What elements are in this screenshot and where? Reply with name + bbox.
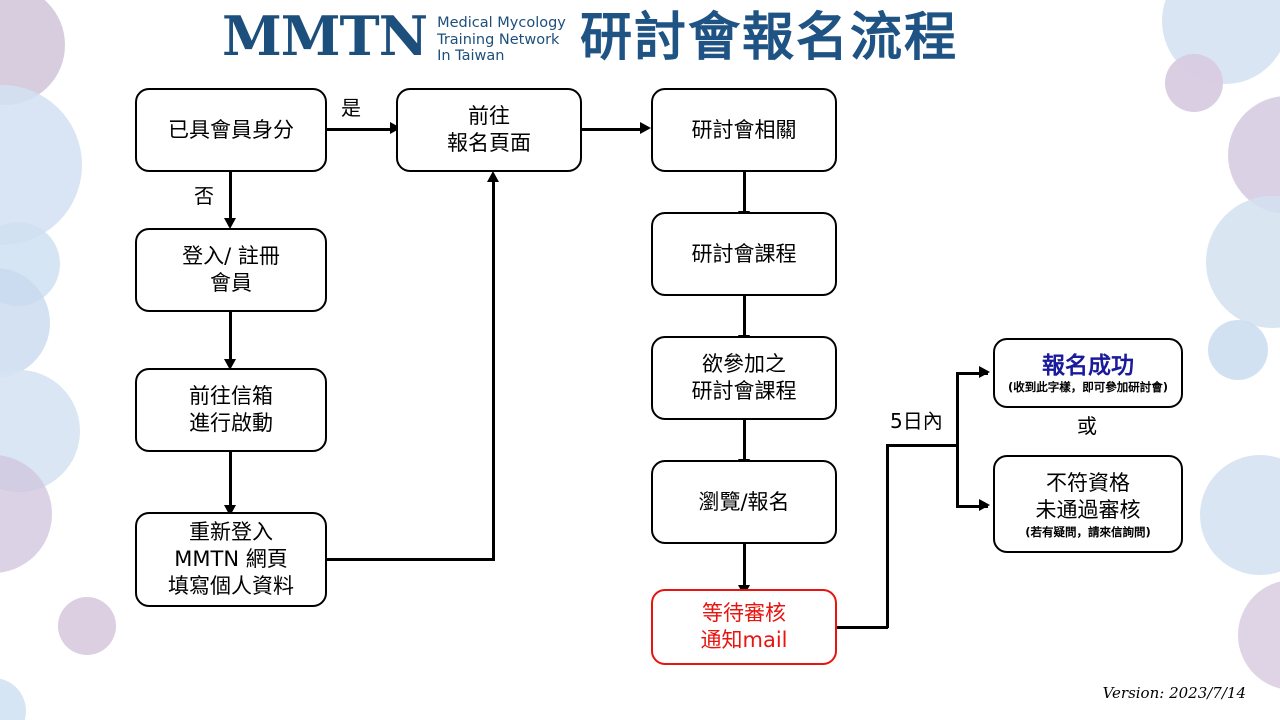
node-relogin-fill-profile-label: 重新登入 MMTN 網頁 填寫個人資料 [168, 520, 294, 598]
node-rejected-subtext: (若有疑問，請來信詢問) [1025, 524, 1151, 539]
node-desired-course[interactable]: 欲參加之 研討會課程 [651, 336, 837, 420]
node-seminar-courses-label: 研討會課程 [691, 241, 797, 266]
connector-to-rejected [956, 505, 988, 508]
logo-tagline-line-2: Training Network [437, 31, 560, 48]
decor-circle-right-4 [1206, 196, 1280, 328]
arrowhead-member-to-register [390, 122, 401, 134]
node-seminar-courses[interactable]: 研討會課程 [651, 212, 837, 296]
arrowhead-to-rejected [979, 499, 990, 511]
node-rejected-label: 不符資格 未通過審核 [1035, 470, 1141, 522]
connector-member-to-login [229, 171, 232, 222]
connector-mailbox-to-relogin [229, 451, 232, 509]
connector-courses-to-desired [743, 295, 746, 339]
logo-tagline: Medical Mycology Training Network In Tai… [437, 15, 566, 65]
node-success-label: 報名成功 [1042, 352, 1134, 379]
node-browse-signup[interactable]: 瀏覽/報名 [651, 460, 837, 544]
node-goto-register-page[interactable]: 前往 報名頁面 [396, 88, 582, 172]
connector-branch-to-rejected [956, 444, 959, 508]
node-seminar-related[interactable]: 研討會相關 [651, 88, 837, 172]
slide-header: MMTN Medical Mycology Training Network I… [0, 0, 1280, 80]
decor-circle-right-5 [1208, 320, 1268, 380]
node-success[interactable]: 報名成功 (收到此字樣，即可參加研討會) [993, 338, 1183, 408]
connector-login-to-mailbox [229, 311, 232, 363]
arrowhead-to-success [979, 366, 990, 378]
edge-label-within-five-days: 5日內 [890, 409, 943, 433]
arrowhead-relogin-to-register [487, 171, 499, 182]
connector-branch-right [886, 444, 958, 447]
connector-relogin-right [327, 558, 495, 561]
decor-circle-right-7 [1238, 580, 1280, 690]
connector-to-success [956, 372, 988, 375]
node-waiting-review[interactable]: 等待審核 通知mail [651, 589, 837, 665]
decor-circle-right-3 [1228, 96, 1280, 214]
node-goto-mailbox-label: 前往信箱 進行啟動 [189, 384, 273, 435]
node-member-check-label: 已具會員身分 [168, 117, 294, 142]
node-desired-course-label: 欲參加之 研討會課程 [691, 352, 797, 403]
page-title: 研討會報名流程 [580, 8, 959, 68]
connector-branch-up [886, 444, 889, 628]
node-rejected[interactable]: 不符資格 未通過審核 (若有疑問，請來信詢問) [993, 455, 1183, 553]
edge-label-no: 否 [194, 184, 214, 208]
decor-circle-left-7 [58, 597, 116, 655]
connector-register-to-seminar [582, 128, 644, 131]
decor-circle-left-2 [0, 85, 82, 245]
decor-circle-left-5 [0, 370, 80, 492]
node-relogin-fill-profile[interactable]: 重新登入 MMTN 網頁 填寫個人資料 [135, 512, 327, 607]
arrowhead-member-to-login [224, 218, 236, 229]
decor-circle-left-6 [0, 455, 52, 573]
arrowhead-login-to-mailbox [224, 359, 236, 370]
logo-tagline-line-3: In Taiwan [437, 48, 505, 64]
node-member-check[interactable]: 已具會員身分 [135, 88, 327, 172]
connector-waiting-right [836, 626, 888, 629]
node-goto-register-page-label: 前往 報名頁面 [447, 104, 531, 155]
node-login-register[interactable]: 登入/ 註冊 會員 [135, 228, 327, 312]
connector-seminar-to-courses [743, 171, 746, 215]
decor-circle-left-8 [0, 678, 26, 720]
node-seminar-related-label: 研討會相關 [691, 117, 797, 142]
node-waiting-review-label: 等待審核 通知mail [700, 601, 788, 652]
node-success-subtext: (收到此字樣，即可參加研討會) [1007, 379, 1168, 394]
node-login-register-label: 登入/ 註冊 會員 [182, 244, 280, 295]
node-browse-signup-label: 瀏覽/報名 [698, 489, 790, 514]
logo-tagline-line-1: Medical Mycology [437, 15, 566, 31]
connector-member-to-register [327, 128, 391, 131]
edge-label-or: 或 [1077, 414, 1097, 438]
connector-desired-to-browse [743, 419, 746, 463]
arrowhead-mailbox-to-relogin [224, 505, 236, 516]
edge-label-yes: 是 [341, 96, 361, 120]
node-goto-mailbox[interactable]: 前往信箱 進行啟動 [135, 368, 327, 452]
connector-browse-to-waiting [743, 543, 746, 589]
connector-relogin-up [492, 182, 495, 560]
decor-circle-left-3 [0, 222, 60, 306]
mmtn-logo: MMTN Medical Mycology Training Network I… [222, 8, 566, 65]
version-stamp: Version: 2023/7/14 [1102, 684, 1246, 702]
decor-circle-right-6 [1200, 455, 1280, 575]
decor-circle-left-4 [0, 268, 50, 378]
connector-branch-to-success [956, 372, 959, 446]
logo-wordmark: MMTN [222, 4, 428, 68]
arrowhead-register-to-seminar [640, 122, 651, 134]
